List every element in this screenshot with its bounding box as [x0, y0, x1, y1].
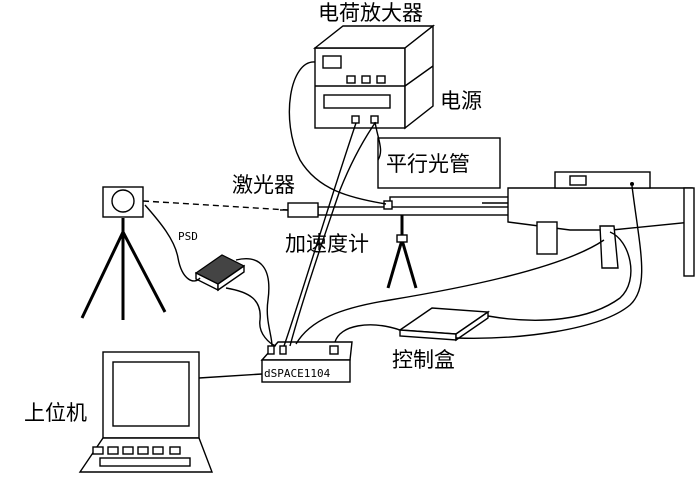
dspace-board-icon [260, 341, 353, 383]
charge-amplifier-box-icon [312, 24, 436, 130]
collimator-box [377, 137, 501, 189]
host-computer-label: 上位机 [24, 401, 87, 425]
gun-barrel-assembly-icon [317, 171, 695, 277]
psd-label: PSD [178, 230, 198, 243]
collimator-label: 平行光管 [386, 152, 470, 176]
laser-beam [142, 200, 289, 211]
cables [144, 61, 643, 379]
power-supply-label: 电源 [440, 89, 482, 113]
control-box-label: 控制盒 [392, 348, 455, 372]
barrel-stand-icon [386, 215, 418, 289]
psd-box-icon [194, 254, 246, 292]
accelerometer-label: 加速度计 [285, 232, 369, 256]
host-computer-icon [78, 351, 214, 473]
laser-icon [287, 202, 319, 218]
charge-amplifier-label: 电荷放大器 [318, 1, 423, 25]
control-box-icon [397, 307, 491, 342]
psd-tripod-icon [80, 186, 167, 320]
laser-label: 激光器 [232, 173, 295, 197]
dspace-label: dSPACE1104 [264, 367, 331, 380]
